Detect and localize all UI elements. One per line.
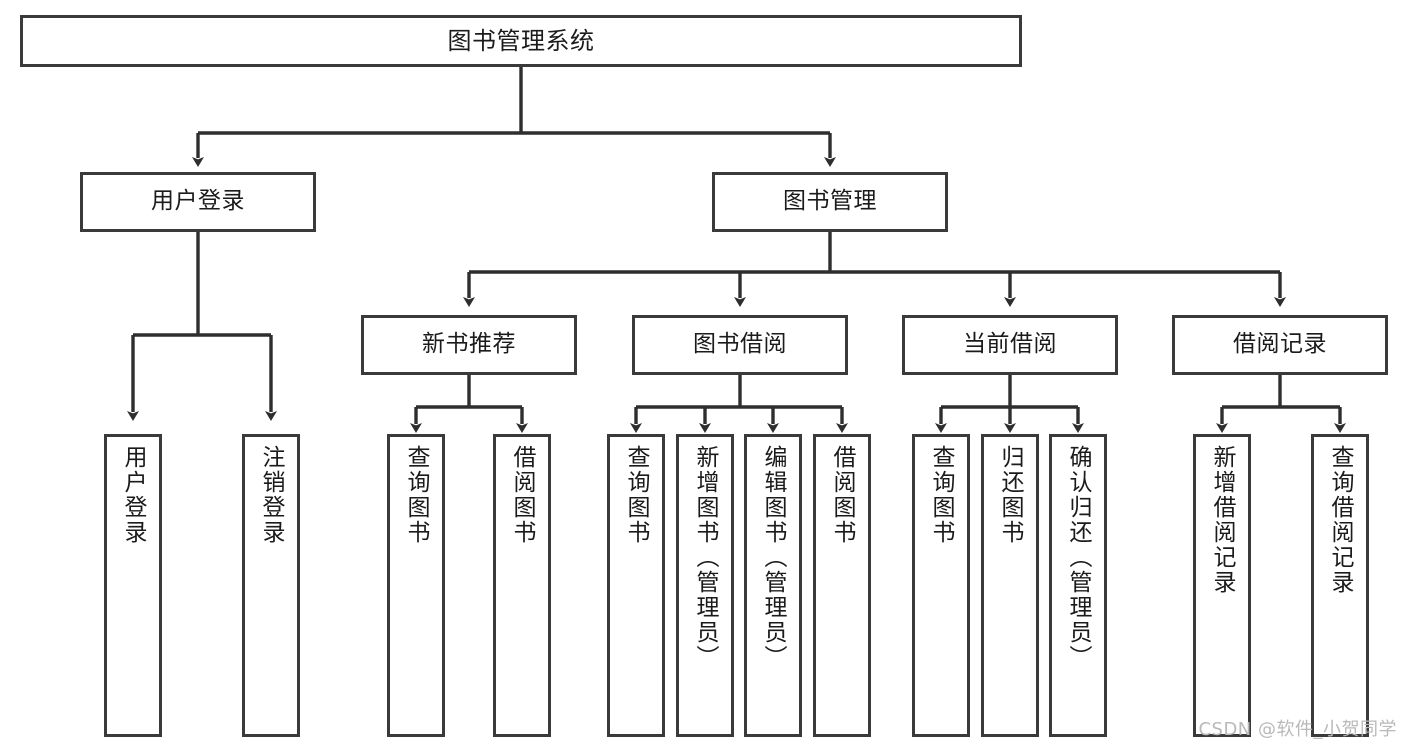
- leaf-label: 查询图书: [403, 445, 430, 545]
- node-root-system[interactable]: 图书管理系统: [20, 15, 1022, 67]
- leaf-bookborrow-borrow-book[interactable]: 借阅图书: [813, 434, 871, 737]
- leaf-label: 确认归还（管理员）: [1065, 445, 1092, 670]
- node-book-management[interactable]: 图书管理: [712, 172, 948, 232]
- node-label: 图书借阅: [693, 331, 787, 358]
- leaf-newbook-borrow-book[interactable]: 借阅图书: [493, 434, 551, 737]
- leaf-currentborrow-query-book[interactable]: 查询图书: [912, 434, 970, 737]
- leaf-label: 新增图书（管理员）: [692, 445, 719, 670]
- leaf-user-login-logout[interactable]: 注销登录: [242, 434, 300, 737]
- leaf-label: 编辑图书（管理员）: [760, 445, 787, 670]
- node-label: 新书推荐: [422, 331, 516, 358]
- node-label: 用户登录: [151, 188, 245, 215]
- node-new-book-recommend[interactable]: 新书推荐: [361, 315, 577, 375]
- node-label: 图书管理: [783, 188, 877, 215]
- node-borrow-records[interactable]: 借阅记录: [1172, 315, 1388, 375]
- node-label: 当前借阅: [963, 331, 1057, 358]
- leaf-label: 新增借阅记录: [1209, 445, 1236, 595]
- leaf-user-login-login[interactable]: 用户登录: [104, 434, 162, 737]
- leaf-newbook-query-book[interactable]: 查询图书: [387, 434, 445, 737]
- leaf-label: 查询图书: [623, 445, 650, 545]
- node-current-borrow[interactable]: 当前借阅: [902, 315, 1118, 375]
- leaf-bookborrow-add-book-admin[interactable]: 新增图书（管理员）: [676, 434, 734, 737]
- leaf-borrowrecords-add-record[interactable]: 新增借阅记录: [1193, 434, 1251, 737]
- node-label: 图书管理系统: [447, 26, 595, 55]
- node-label: 借阅记录: [1233, 331, 1327, 358]
- leaf-label: 查询借阅记录: [1327, 445, 1354, 595]
- leaf-borrowrecords-query-record[interactable]: 查询借阅记录: [1311, 434, 1369, 737]
- node-user-login[interactable]: 用户登录: [80, 172, 316, 232]
- leaf-label: 借阅图书: [829, 445, 856, 545]
- leaf-label: 查询图书: [928, 445, 955, 545]
- leaf-label: 归还图书: [997, 445, 1024, 545]
- leaf-bookborrow-edit-book-admin[interactable]: 编辑图书（管理员）: [744, 434, 802, 737]
- leaf-label: 注销登录: [258, 445, 285, 545]
- leaf-currentborrow-return-book[interactable]: 归还图书: [981, 434, 1039, 737]
- leaf-label: 用户登录: [120, 445, 147, 545]
- leaf-label: 借阅图书: [509, 445, 536, 545]
- leaf-bookborrow-query-book[interactable]: 查询图书: [607, 434, 665, 737]
- node-book-borrow[interactable]: 图书借阅: [632, 315, 848, 375]
- leaf-currentborrow-confirm-return-admin[interactable]: 确认归还（管理员）: [1049, 434, 1107, 737]
